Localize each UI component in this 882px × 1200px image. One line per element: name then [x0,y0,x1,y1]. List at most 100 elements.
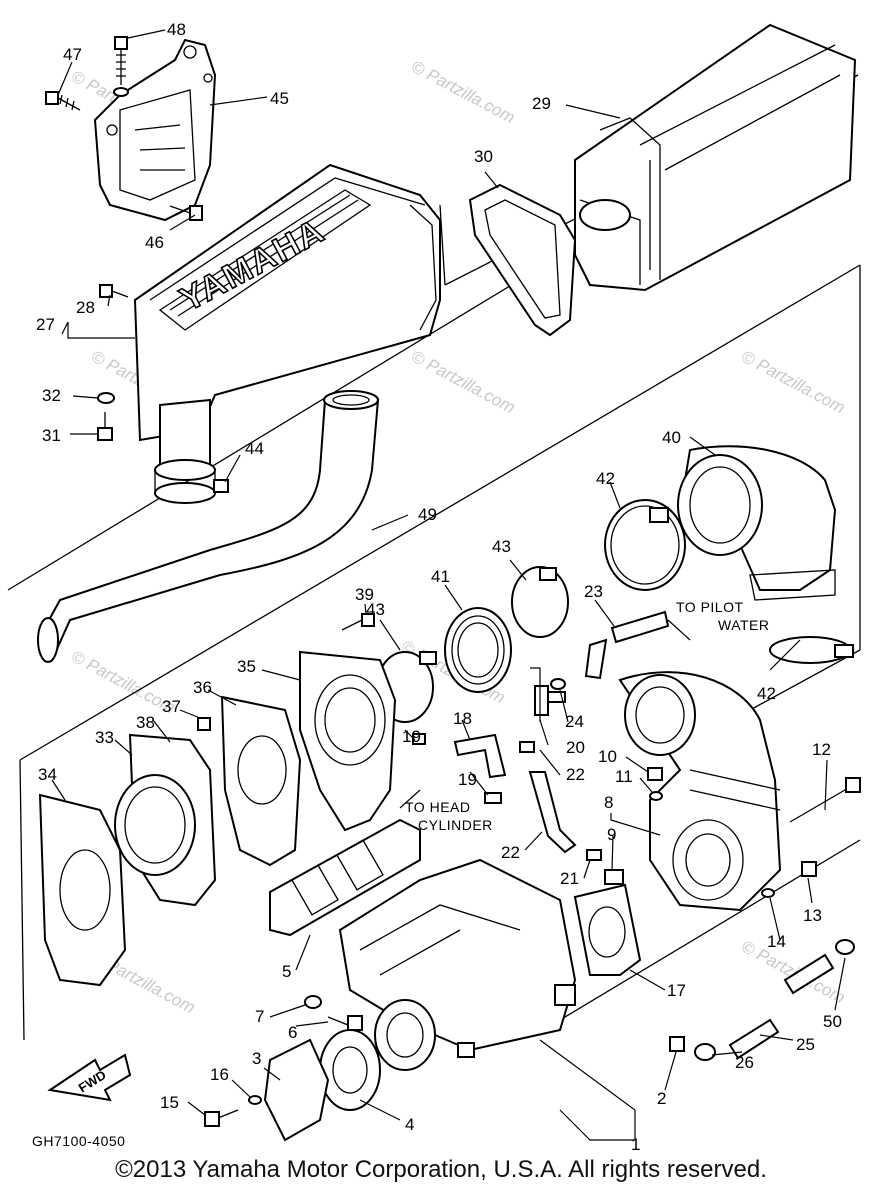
callout-31: 31 [42,426,61,445]
callout-47: 47 [63,45,82,64]
callout-23: 23 [584,582,603,601]
callout-44: 44 [245,439,264,458]
callout-21: 22 [501,843,520,862]
bolt [327,1015,363,1031]
callout-39: 39 [355,585,374,604]
gasket [573,883,642,976]
fitting [604,869,624,885]
callout-12: 12 [812,740,831,759]
leader-lines [51,29,846,1141]
fitting [647,767,663,781]
callout-32: 32 [42,386,61,405]
callout-10: 10 [598,747,617,766]
hose-clip [550,678,566,690]
exhaust-parts-diagram: © Partzilla.com © Partzilla.com © Partzi… [7,20,861,1150]
water-hose [584,610,670,680]
watermark: © Partzilla.com [408,347,518,418]
callout-25: 25 [796,1035,815,1054]
callout-22-lower: 21 [560,869,579,888]
callout-27: 27 [36,315,55,334]
callout-17: 17 [667,981,686,1000]
note-cylinder: CYLINDER [418,817,493,833]
mounting-bracket [93,38,217,222]
flow-notes: TO PILOT WATER TO HEAD CYLINDER GH7100-4… [32,599,770,1149]
exhaust-elbow [677,445,837,601]
callout-43-right: 43 [492,537,511,556]
callout-35: 35 [237,657,256,676]
exhaust-elbow [618,671,782,912]
callout-30: 30 [474,147,493,166]
water-box [574,23,857,292]
water-hose [528,771,577,854]
note-to-pilot: TO PILOT [676,599,744,615]
gasket [38,793,127,987]
rubber-coupling [444,607,512,693]
callout-37: 37 [162,697,181,716]
callout-33: 33 [95,728,114,747]
exhaust-hose [36,390,380,663]
washer [761,888,775,898]
watermark: © Partzilla.com [738,347,848,418]
callout-5: 5 [282,962,291,981]
water-hose [728,953,835,1060]
callout-42-lower: 42 [757,684,776,703]
drawing-code: GH7100-4050 [32,1133,125,1149]
callout-36: 36 [193,678,212,697]
callout-18: 18 [453,709,472,728]
bolt [801,861,817,877]
bolt [197,717,211,731]
washer [304,995,322,1009]
callout-41: 41 [431,567,450,586]
exhaust-manifold [338,858,577,1071]
callout-45: 45 [270,89,289,108]
exhaust-manifold-outlet [114,733,217,907]
callout-1: 1 [631,1135,640,1150]
callout-3: 3 [252,1049,261,1068]
washer [248,1095,262,1105]
gasket [319,1029,381,1111]
callout-28: 28 [76,298,95,317]
gasket [220,695,302,867]
muffler-outlet [154,398,216,504]
hose-clamp [412,733,602,861]
callout-9: 9 [607,825,616,844]
callout-22-upper: 22 [566,765,585,784]
o-ring [649,791,663,801]
bolt [204,1109,239,1127]
callout-15: 15 [160,1093,179,1112]
washer [97,392,115,404]
gasket [468,183,577,337]
hose-clamp [769,636,854,664]
copyright-notice: ©2013 Yamaha Motor Corporation, U.S.A. A… [115,1156,767,1183]
callouts: 48 47 45 46 28 27 32 31 44 49 29 30 40 4… [36,20,842,1150]
callout-19-upper: 19 [402,727,421,746]
callout-19-lower: 19 [458,770,477,789]
hose-clamp [835,939,855,955]
water-hose [453,733,507,779]
note-water: WATER [718,617,770,633]
callout-14: 14 [767,932,786,951]
callout-49: 49 [418,505,437,524]
callout-48: 48 [167,20,186,39]
bolt [113,36,129,97]
hose-clamp [604,499,686,591]
callout-29: 29 [532,94,551,113]
fitting [669,1036,685,1052]
callout-7: 7 [255,1007,264,1026]
hose-clamp [511,566,569,638]
callout-6: 6 [288,1023,297,1042]
watermark: © Partzilla.com [738,937,848,1008]
note-to-head: TO HEAD [405,799,470,815]
hose-clamp [694,1043,716,1061]
callout-13: 13 [803,906,822,925]
callout-11: 11 [615,767,633,786]
manifold-gasket [269,818,421,937]
cover-plate [263,1038,330,1142]
callout-24: 24 [565,712,584,731]
bolt [789,777,861,823]
callout-40: 40 [662,428,681,447]
callout-43-left: 43 [366,600,385,619]
exhaust-plate [299,650,397,832]
callout-50: 50 [823,1012,842,1031]
callout-20: 20 [566,738,585,757]
